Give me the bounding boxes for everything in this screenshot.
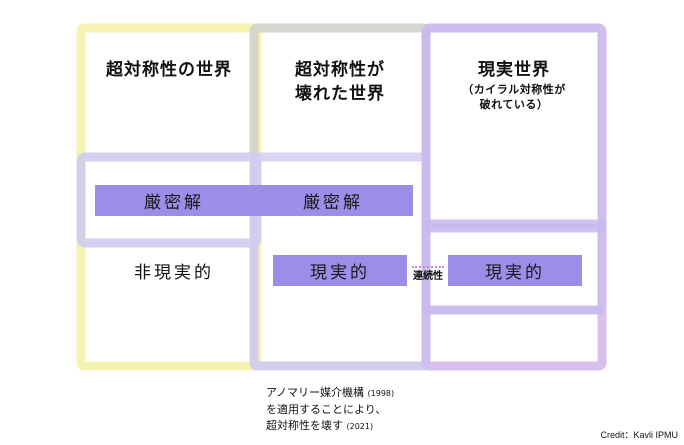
column-3-subtitle: （カイラル対称性が 破れている） xyxy=(430,82,598,112)
column-3-title-line1: 現実世界 xyxy=(478,60,550,80)
column-1-title-line1: 超対称性の世界 xyxy=(106,60,232,80)
realistic-label-middle: 現実的 xyxy=(310,263,370,283)
exact-solution-bar-middle: 厳密解 xyxy=(253,185,413,216)
footnote-line1: アノマリー媒介機構 (1998) xyxy=(266,386,395,399)
column-2-title: 超対称性が 壊れた世界 xyxy=(258,58,422,106)
exact-solution-label-left: 厳密解 xyxy=(144,193,204,213)
realistic-label-right: 現実的 xyxy=(485,263,545,283)
continuity-label: 連続性 xyxy=(413,271,443,282)
non-realistic-text: 非現実的 xyxy=(134,263,214,283)
exact-solution-label-middle: 厳密解 xyxy=(303,193,363,213)
column-2-title-line1: 超対称性が xyxy=(295,60,385,80)
continuity-dotted-line xyxy=(412,266,444,268)
column-3-title: 現実世界 xyxy=(430,58,598,82)
credit-text: Credit：Kavli IPMU xyxy=(600,430,678,440)
exact-solution-bar-left: 厳密解 xyxy=(95,185,253,216)
column-1-title: 超対称性の世界 xyxy=(85,58,253,82)
column-2-title-line2: 壊れた世界 xyxy=(295,84,385,104)
realistic-bar-right: 現実的 xyxy=(448,255,582,286)
realistic-bar-middle: 現実的 xyxy=(273,255,407,286)
footnote-line2: を適用することにより、 xyxy=(266,403,387,416)
footnote-line3: 超対称性を壊す (2021) xyxy=(266,419,374,432)
column-3-subtitle-line2: 破れている） xyxy=(479,98,549,111)
column-3-subtitle-line1: （カイラル対称性が xyxy=(462,83,566,96)
non-realistic-label: 非現実的 xyxy=(95,255,253,286)
footnote: アノマリー媒介機構 (1998) を適用することにより、 超対称性を壊す (20… xyxy=(266,385,466,435)
violet-right-bottom-frame xyxy=(421,305,607,371)
